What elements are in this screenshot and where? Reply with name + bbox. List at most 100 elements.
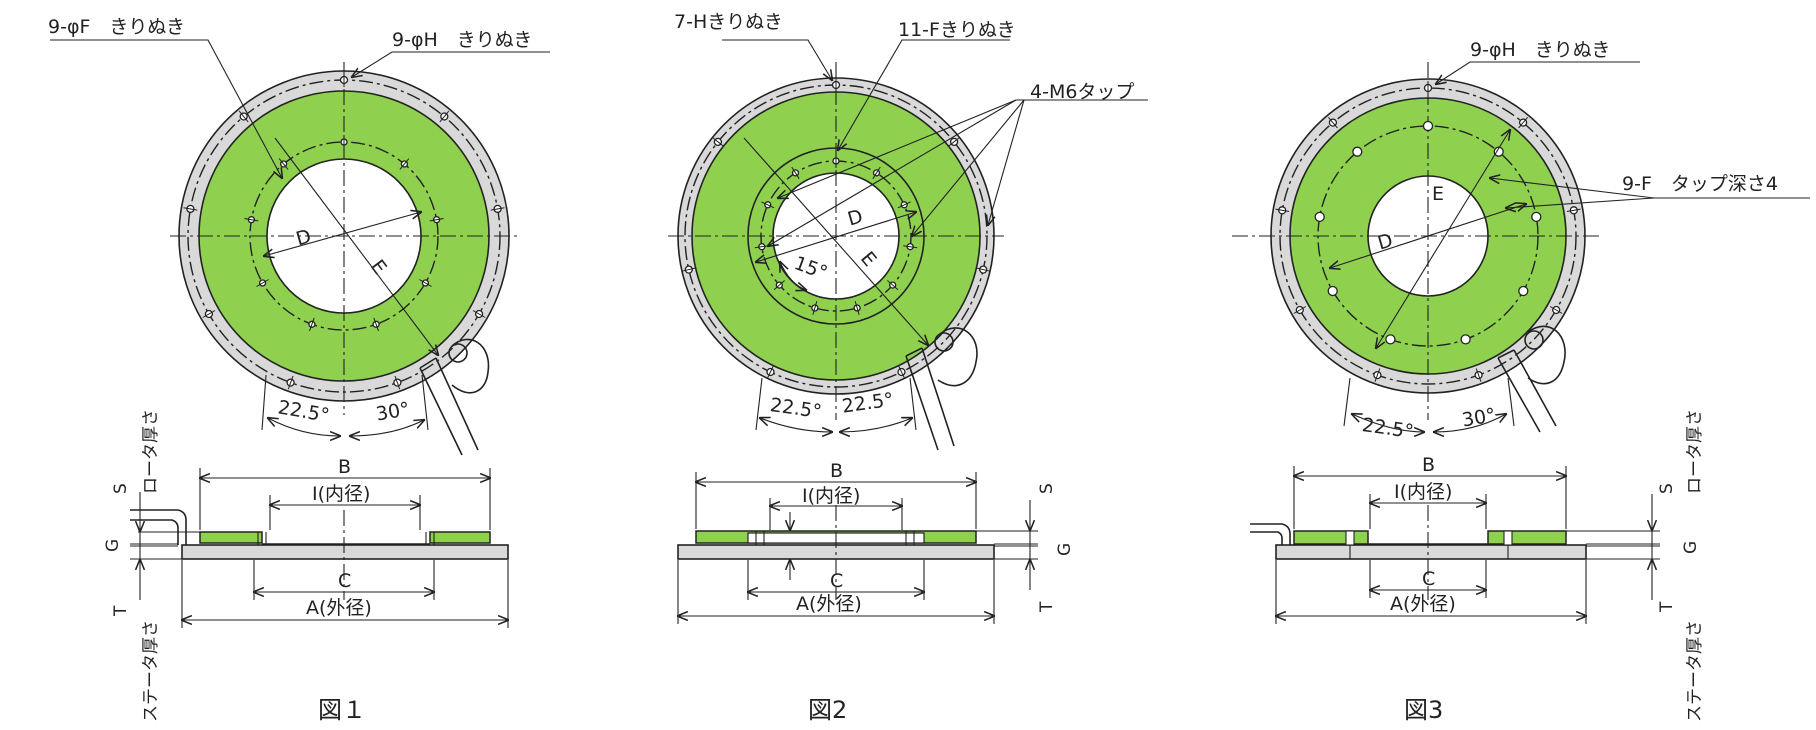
hole-tick — [472, 310, 486, 318]
fig1-rotor-thickness: ロータ厚さ — [141, 409, 161, 494]
hole-tick — [256, 279, 269, 287]
bolt-hole — [1385, 334, 1396, 345]
hole-tick — [439, 110, 450, 123]
figure-3: 9-φH きりぬき 9-F タップ深さ4 D E 22.5° 30° — [1232, 39, 1810, 724]
hole-tick — [1374, 368, 1381, 382]
fig3-dim-g: G — [1681, 541, 1701, 554]
fig2-dim-d: D — [845, 205, 865, 230]
fig1-label-f: 9-φF きりぬき — [48, 16, 185, 38]
hole-tick — [1275, 208, 1290, 212]
hole-tick — [897, 201, 911, 209]
hole-tick — [1566, 208, 1581, 212]
hole-tick — [872, 166, 881, 180]
fig2-side-view — [678, 472, 1038, 624]
hole-tick — [399, 158, 410, 170]
hole-tick — [183, 207, 198, 211]
bolt-hole — [1352, 146, 1363, 157]
hole-tick — [287, 375, 294, 390]
hole-tick — [766, 365, 774, 379]
fig3-dim-c: C — [1422, 568, 1435, 590]
bolt-hole — [1531, 211, 1542, 223]
fig1-dim-b: B — [338, 456, 351, 478]
fig3-top-view — [1232, 61, 1810, 433]
bolt-hole — [1422, 120, 1434, 132]
fig2-label-h: 7-Hきりぬき — [674, 11, 783, 33]
fig3-rotor-right — [1487, 530, 1567, 545]
hole-tick — [898, 365, 906, 379]
fig3-cable — [1497, 325, 1566, 433]
bolt-hole — [1314, 211, 1325, 223]
hole-tick — [1293, 306, 1307, 314]
fig3-dim-a: A(外径) — [1390, 593, 1456, 615]
fig3-dim-e: E — [1432, 183, 1444, 205]
hole-tick — [278, 158, 289, 170]
hole-tick — [490, 207, 505, 211]
hole-tick — [373, 317, 379, 332]
fig1-rotor-left — [199, 531, 263, 544]
hole-tick — [681, 267, 696, 272]
fig1-stator-side — [181, 544, 509, 560]
fig1-angle-b: 30° — [374, 398, 411, 426]
fig1-stator-thickness: ステータ厚さ — [141, 620, 161, 722]
fig3-dim-i: I(内径) — [1394, 481, 1452, 503]
bolt-hole — [1518, 285, 1529, 297]
hole-tick — [394, 375, 401, 390]
fig1-dim-g: G — [103, 539, 123, 552]
fig1-dim-s: S — [111, 483, 131, 494]
hole-tick — [202, 310, 216, 318]
fig1-rotor-right — [429, 531, 491, 544]
hole-tick — [712, 137, 724, 147]
fig2-caption: 図2 — [808, 696, 847, 724]
fig3-side-view — [1250, 466, 1660, 624]
fig1-outer-holes — [183, 73, 505, 390]
fig2-top-view — [668, 39, 1148, 451]
fig3-stator-side — [1275, 544, 1587, 560]
fig1-dim-a: A(外径) — [306, 597, 372, 619]
bolt-hole — [1327, 285, 1338, 297]
fig3-dim-d: D — [1375, 229, 1395, 254]
hole-tick — [812, 301, 818, 315]
hole-tick — [1328, 116, 1338, 129]
fig2-dim-t: T — [1037, 601, 1057, 613]
fig3-outer-holes — [1275, 81, 1581, 382]
fig1-dim-d: D — [294, 225, 314, 250]
hole-tick — [244, 218, 259, 222]
hole-tick — [419, 279, 432, 287]
fig1-cable — [419, 338, 490, 456]
fig2-label-tap: 4-M6タップ — [1030, 81, 1134, 103]
fig3-caption: 図3 — [1404, 696, 1443, 724]
fig2-angle-a: 22.5° — [769, 394, 823, 423]
fig2-dim-i: I(内径) — [802, 485, 860, 507]
fig2-cable — [905, 327, 978, 451]
fig2-dim-c: C — [830, 570, 843, 592]
hole-tick — [309, 317, 315, 332]
hole-tick — [761, 201, 775, 209]
fig1-label-h: 9-φH きりぬき — [392, 29, 532, 51]
hole-tick — [948, 137, 960, 147]
fig3-dim-t: T — [1657, 601, 1677, 613]
hole-tick — [791, 166, 800, 180]
fig1-caption: 図１ — [318, 696, 366, 724]
figure-1: 9-φF きりぬき 9-φH きりぬき D E 22.5° 30° — [48, 16, 550, 724]
fig2-label-f: 11-Fきりぬき — [898, 19, 1016, 41]
fig2-outer-holes — [681, 78, 991, 379]
fig3-angle-b: 30° — [1460, 404, 1497, 432]
fig2-dim-g: G — [1055, 543, 1075, 556]
hole-tick — [887, 280, 899, 291]
fig1-dim-i: I(内径) — [312, 483, 370, 505]
hole-tick — [1518, 116, 1528, 129]
hole-tick — [1475, 368, 1482, 382]
hole-tick — [976, 267, 991, 272]
fig2-dim-s: S — [1037, 483, 1057, 494]
hole-tick — [429, 218, 444, 222]
fig1-angle-a: 22.5° — [276, 396, 331, 427]
fig1-inner-holes — [244, 135, 444, 332]
fig1-top-view — [50, 39, 550, 456]
fig2-dim-b: B — [830, 460, 843, 482]
fig3-dim-s: S — [1657, 483, 1677, 494]
fig3-angle-a: 22.5° — [1361, 414, 1415, 443]
fig3-rotor-thickness: ロータ厚さ — [1685, 409, 1705, 494]
fig3-rotor-left — [1293, 530, 1369, 545]
fig2-dim-a: A(外径) — [796, 593, 862, 615]
